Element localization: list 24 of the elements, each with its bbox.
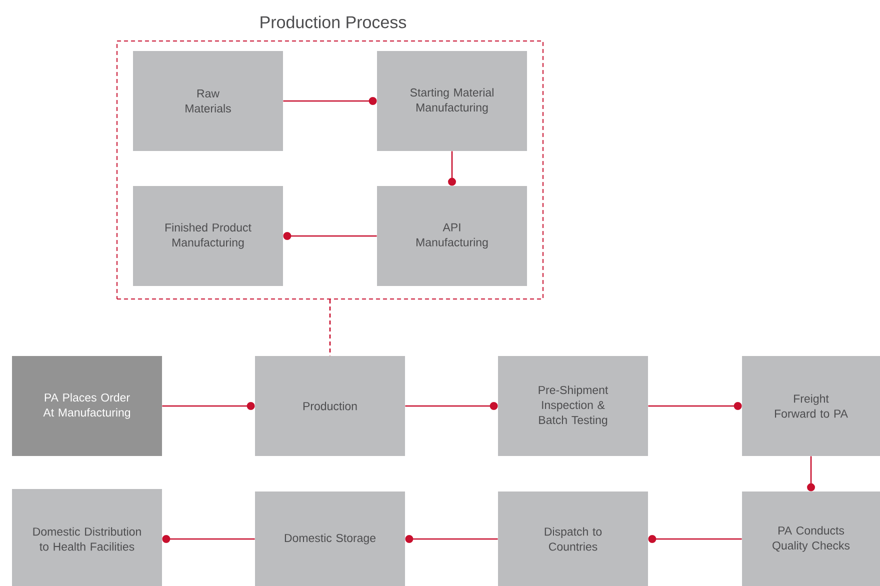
connector — [405, 402, 498, 410]
process-box: Finished Product Manufacturing — [133, 186, 283, 286]
start-box: PA Places Order At Manufacturing — [12, 356, 162, 456]
connector — [329, 300, 331, 356]
connector — [648, 535, 742, 543]
process-box: Starting Material Manufacturing — [377, 51, 527, 151]
process-box: API Manufacturing — [377, 186, 527, 286]
connector — [162, 402, 255, 410]
connector — [807, 456, 815, 492]
connector — [162, 535, 255, 543]
connector — [405, 535, 498, 543]
connector — [648, 402, 742, 410]
process-box: Dispatch to Countries — [498, 492, 648, 586]
process-box: PA Conducts Quality Checks — [742, 492, 880, 586]
process-box: Freight Forward to PA — [742, 356, 880, 456]
connector — [283, 97, 377, 105]
connector — [283, 232, 377, 240]
process-box: Raw Materials — [133, 51, 283, 151]
group-title: Production Process — [260, 16, 406, 28]
connector — [448, 151, 456, 186]
process-box: Pre-Shipment Inspection & Batch Testing — [498, 356, 648, 456]
process-box: Domestic Distribution to Health Facilities — [12, 489, 162, 586]
process-box: Domestic Storage — [255, 492, 405, 586]
process-box: Production — [255, 356, 405, 456]
